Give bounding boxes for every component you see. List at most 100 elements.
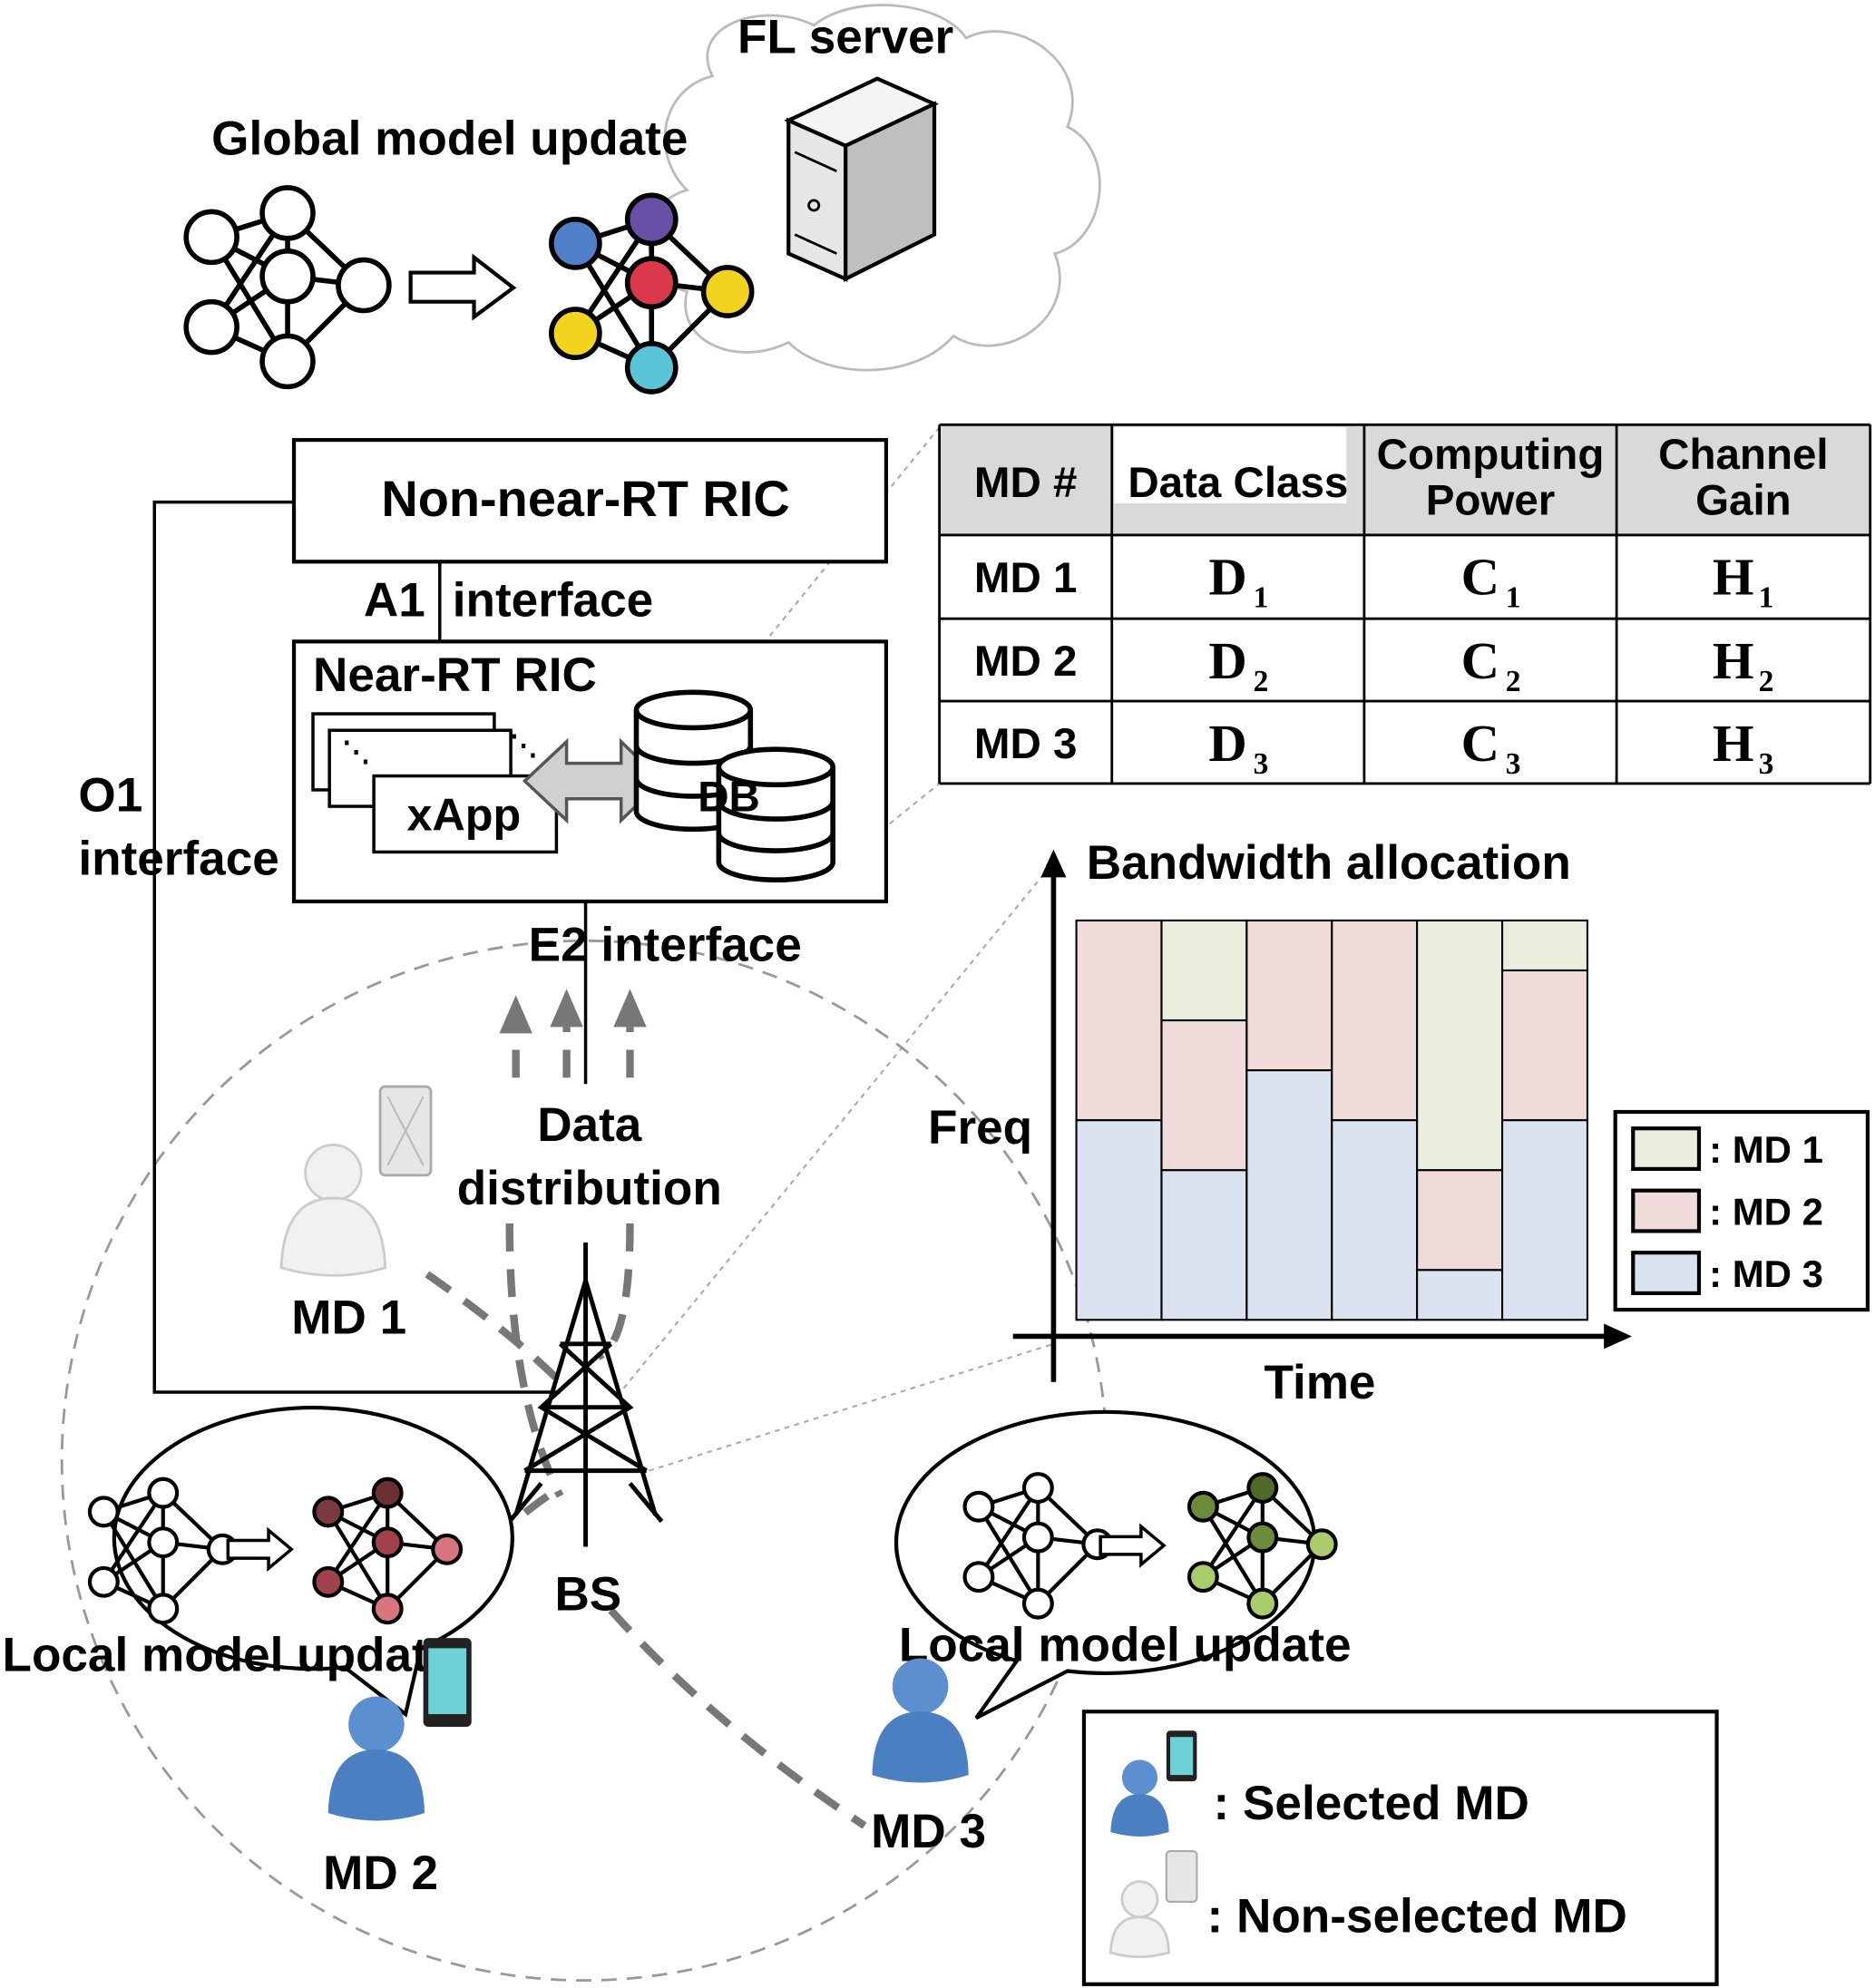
table-header-cell: Channel	[1658, 431, 1828, 479]
y-axis-label: Freq	[928, 1101, 1032, 1155]
bar-segment-md-2	[1160, 1018, 1248, 1172]
a1-label: A1	[364, 573, 425, 627]
md2-user-icon-selected	[327, 1696, 425, 1821]
nn-node	[183, 298, 239, 356]
svg-text:⋱: ⋱	[342, 736, 370, 767]
arrow-right-icon	[1099, 1523, 1167, 1568]
table-cell-symbol: D	[1208, 548, 1246, 607]
local-model-update-right-label: Local model update	[899, 1618, 1352, 1671]
speech-bubble-right	[894, 1409, 1317, 1720]
md3-user-icon-selected	[872, 1658, 969, 1783]
nn-node	[147, 1476, 180, 1509]
table-cell-subscript: 3	[1759, 747, 1774, 781]
table-header-cell: Data Class	[1128, 459, 1348, 507]
nn-node	[624, 341, 679, 395]
bar-segment-md-2	[1501, 969, 1589, 1122]
nn-node	[1021, 1521, 1054, 1554]
nn-node	[147, 1526, 180, 1559]
nn-node	[1246, 1587, 1279, 1620]
nn-node	[1187, 1490, 1219, 1523]
xapp-label: xApp	[406, 789, 521, 841]
nn-node	[371, 1476, 404, 1509]
nn-edge	[1201, 1486, 1265, 1578]
nn-node	[431, 1533, 464, 1565]
bar-segment-md-2	[1075, 919, 1163, 1122]
table-header-cell: Gain	[1695, 477, 1792, 525]
table-cell-symbol: H	[1713, 714, 1754, 773]
a1-interface-label: interface	[453, 573, 653, 627]
md2-label: MD 2	[323, 1847, 438, 1900]
server-icon	[784, 76, 940, 282]
nn-node	[336, 257, 392, 314]
legend-swatch	[1631, 1251, 1702, 1296]
legend-label: : MD 3	[1709, 1252, 1823, 1295]
table-cell-symbol: H	[1713, 548, 1754, 607]
zoom-line	[622, 861, 1055, 1389]
non-near-rt-ric-box[interactable]	[291, 437, 888, 564]
nn-node	[183, 209, 239, 266]
table-cell-md: MD 2	[974, 638, 1078, 686]
arrow-right-icon	[408, 253, 517, 321]
arrow-right-icon	[226, 1526, 294, 1573]
bar-segment-md-2	[1331, 919, 1419, 1122]
base-station-tower-icon	[507, 1242, 664, 1547]
non-near-rt-ric-label: Non-near-RT RIC	[381, 470, 789, 527]
nn-node	[259, 185, 316, 241]
table-cell-subscript: 2	[1759, 665, 1774, 698]
bar-segment-md-1	[1501, 919, 1589, 972]
nn-edge	[327, 1491, 389, 1584]
nn-node	[147, 1593, 180, 1625]
table-cell-symbol: D	[1208, 631, 1246, 690]
bs-label: BS	[554, 1567, 621, 1621]
nn-node	[312, 1565, 345, 1598]
table-header-cell: Power	[1426, 477, 1556, 525]
table-cell-symbol: C	[1461, 548, 1499, 607]
data-flow	[505, 1223, 634, 1498]
bar-segment-md-3	[1501, 1119, 1589, 1321]
nn-node	[624, 192, 679, 247]
table-cell-subscript: 3	[1254, 747, 1269, 781]
link-md3	[608, 1607, 867, 1829]
nn-node	[624, 256, 679, 310]
nn-node	[700, 265, 755, 318]
xapp-stack[interactable]: ⋱ ⋱	[311, 712, 559, 854]
bar-segment-md-2	[1416, 1169, 1504, 1272]
chart-legend: : MD 1: MD 2: MD 3	[1613, 1109, 1870, 1312]
nn-node	[259, 248, 316, 305]
bar-segment-md-3	[1075, 1119, 1163, 1321]
svg-text:⋱: ⋱	[510, 729, 538, 761]
x-axis	[1012, 1323, 1632, 1350]
selected-md-icon	[1110, 1730, 1197, 1837]
nn-node	[549, 307, 602, 361]
e2-interface-label: E2 interface	[529, 919, 802, 972]
local-model-update-left-label: Local model update	[3, 1629, 455, 1682]
link-md1	[425, 1271, 563, 1385]
nn-node	[87, 1496, 120, 1528]
global-model-before	[183, 185, 392, 390]
nn-node	[371, 1526, 404, 1559]
fl-server-label: FL server	[737, 11, 953, 64]
o1-label-interface: interface	[78, 833, 278, 886]
table-cell-symbol: H	[1713, 631, 1754, 690]
table-cell-subscript: 1	[1759, 581, 1774, 615]
nn-node	[371, 1593, 404, 1625]
local-model-before-md2	[87, 1476, 239, 1625]
global-model-after	[549, 192, 755, 395]
md2-phone-icon	[423, 1638, 472, 1728]
local-model-before-md3	[962, 1472, 1114, 1620]
nn-node	[1021, 1472, 1054, 1505]
non-selected-md-label: : Non-selected MD	[1207, 1889, 1627, 1943]
nn-node	[1246, 1521, 1279, 1554]
bar-segment-md-3	[1416, 1269, 1504, 1321]
global-model-update-label: Global model update	[211, 112, 688, 166]
bar-segment-md-2	[1245, 919, 1333, 1072]
nn-node	[962, 1561, 995, 1593]
chart-title: Bandwidth allocation	[1087, 836, 1571, 890]
x-axis-label: Time	[1264, 1356, 1375, 1409]
bandwidth-chart	[1075, 919, 1589, 1321]
y-axis	[1040, 849, 1067, 1382]
nn-node	[962, 1490, 995, 1523]
upload-arrows	[499, 989, 647, 1078]
nn-node	[549, 217, 602, 270]
md1-phone-icon	[378, 1085, 433, 1177]
